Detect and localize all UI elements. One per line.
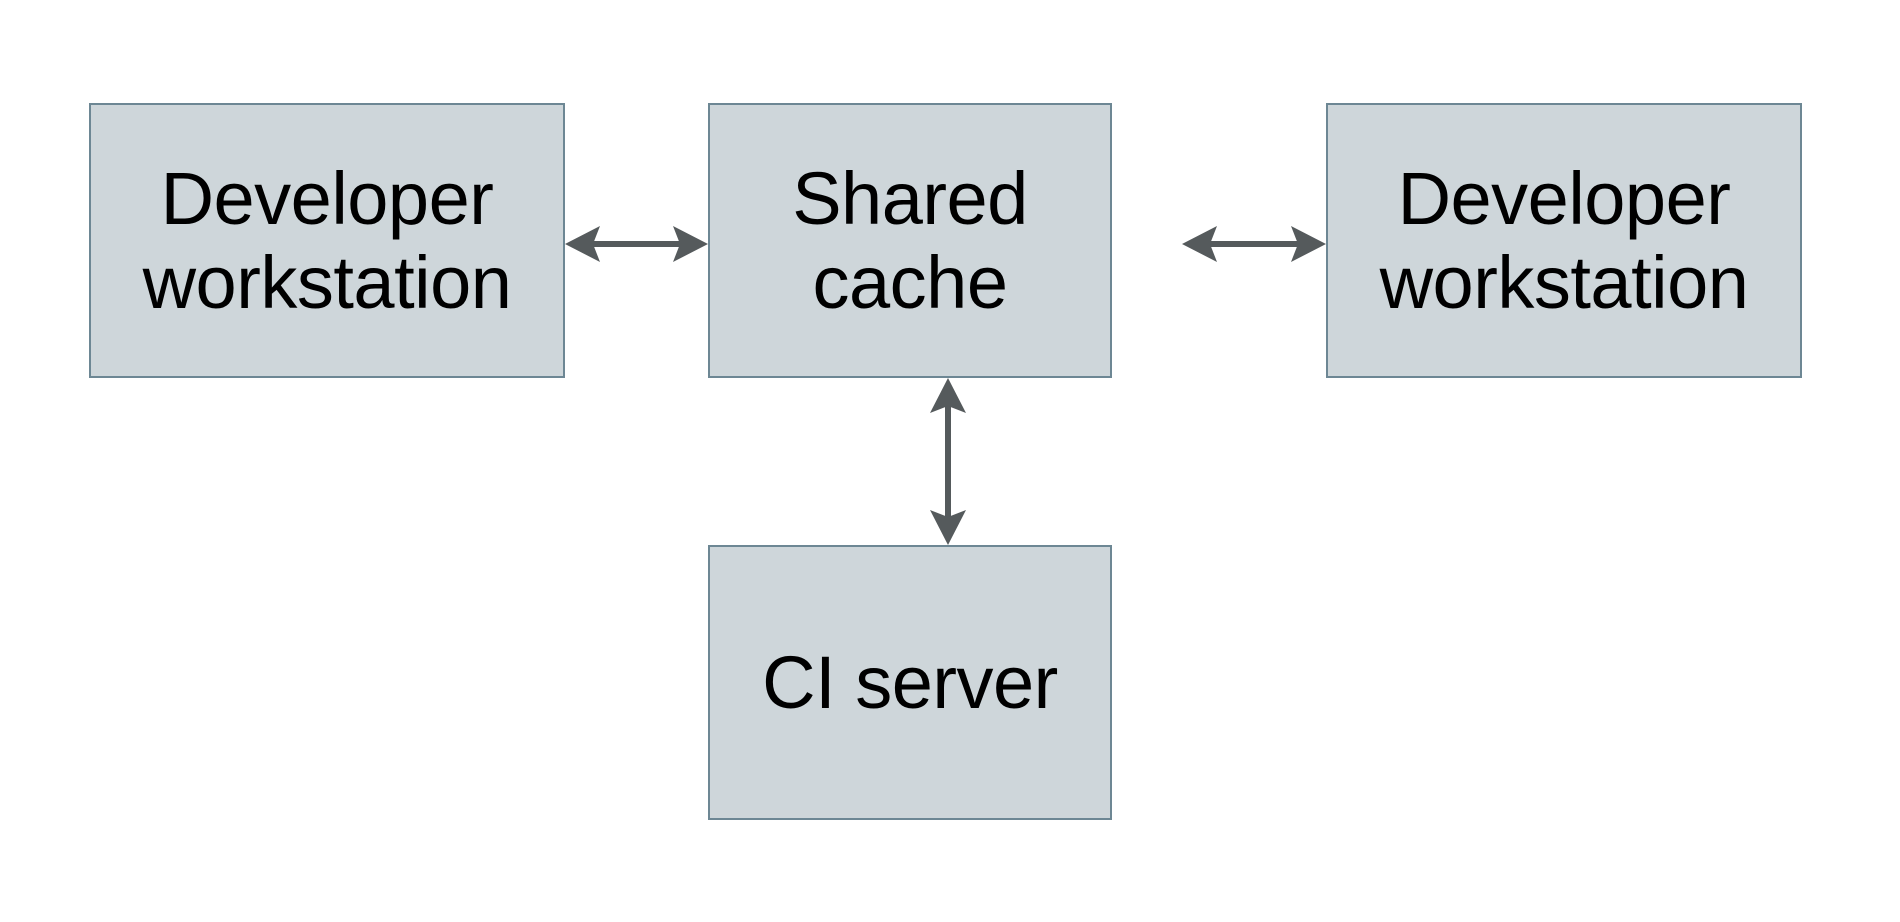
edge-shared-cache-to-ci-server <box>930 378 966 545</box>
node-ci-server[interactable]: CI server <box>708 545 1112 820</box>
edge-shared-cache-to-developer-right <box>1182 226 1326 262</box>
node-shared-cache[interactable]: Shared cache <box>708 103 1112 378</box>
double-headed-arrow-icon <box>930 378 966 545</box>
node-label: CI server <box>762 640 1058 724</box>
node-label: Developer workstation <box>142 156 512 324</box>
double-headed-arrow-icon <box>1182 226 1326 262</box>
node-label: Developer workstation <box>1379 156 1749 324</box>
double-headed-arrow-icon <box>565 226 708 262</box>
node-developer-workstation-right[interactable]: Developer workstation <box>1326 103 1802 378</box>
node-developer-workstation-left[interactable]: Developer workstation <box>89 103 565 378</box>
edge-developer-left-to-shared-cache <box>565 226 708 262</box>
node-label: Shared cache <box>792 156 1028 324</box>
